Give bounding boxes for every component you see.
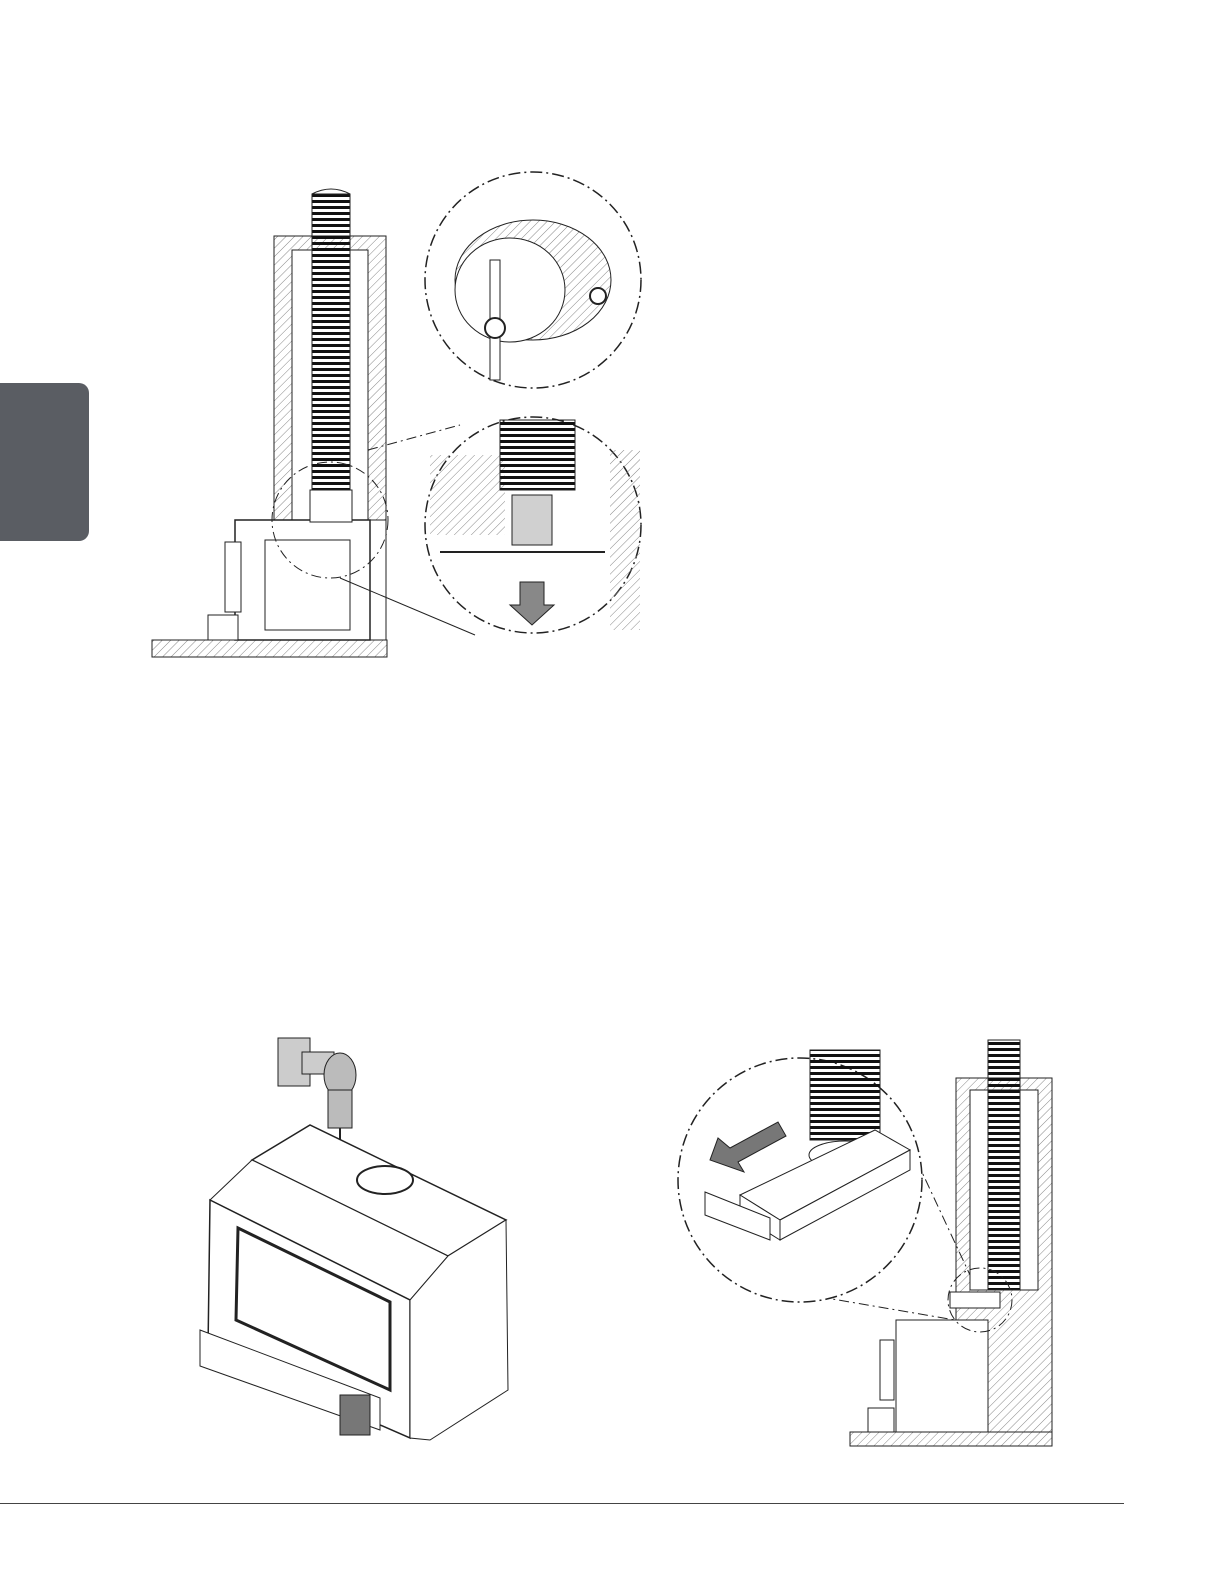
flue-adapter-figure (670, 1030, 1070, 1450)
fireplace-damper-figure (140, 170, 660, 670)
section-tab (0, 383, 89, 541)
fireplace-insert-damper-cutaway-illustration (140, 170, 660, 670)
damper-assembly-closeup (425, 172, 641, 388)
footer-rule (0, 1503, 1124, 1504)
flue-adapter-slide-out-illustration (670, 1030, 1070, 1450)
hand-pulling-damper-closeup (425, 417, 641, 633)
drill-stove-figure (190, 1030, 520, 1450)
drill-on-stove-top-illustration (190, 1030, 520, 1450)
